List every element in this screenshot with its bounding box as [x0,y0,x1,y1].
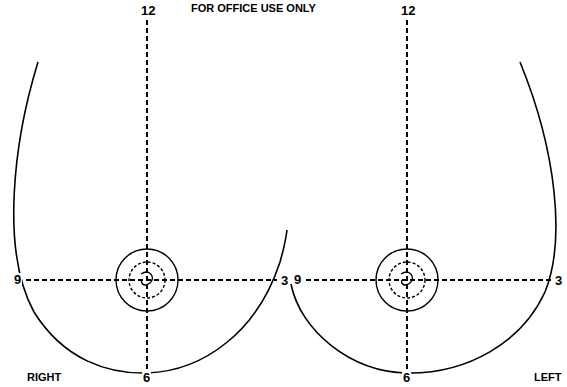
clock-position: 9 [293,273,302,287]
form-note: FOR OFFICE USE ONLY [190,1,317,15]
clock-position: 6 [142,371,151,385]
areola-inner [129,262,165,298]
side-label: LEFT [533,370,563,384]
axis-line [306,279,553,281]
nipple-symbol [141,272,152,285]
clock-position: 6 [402,371,411,385]
clock-position: 12 [400,4,416,18]
nipple-symbol [401,272,412,285]
areola-circle [116,249,178,311]
areola-circle [376,249,438,311]
breast-outline [14,62,287,373]
breast-outline [291,62,556,373]
areola-inner [389,262,425,298]
clock-position: 9 [13,273,22,287]
clock-position: 3 [554,274,563,288]
side-label: RIGHT [26,370,62,384]
axis-line [406,20,408,371]
axis-line [146,20,148,371]
clock-position: 12 [140,4,156,18]
clock-position: 3 [280,274,289,288]
